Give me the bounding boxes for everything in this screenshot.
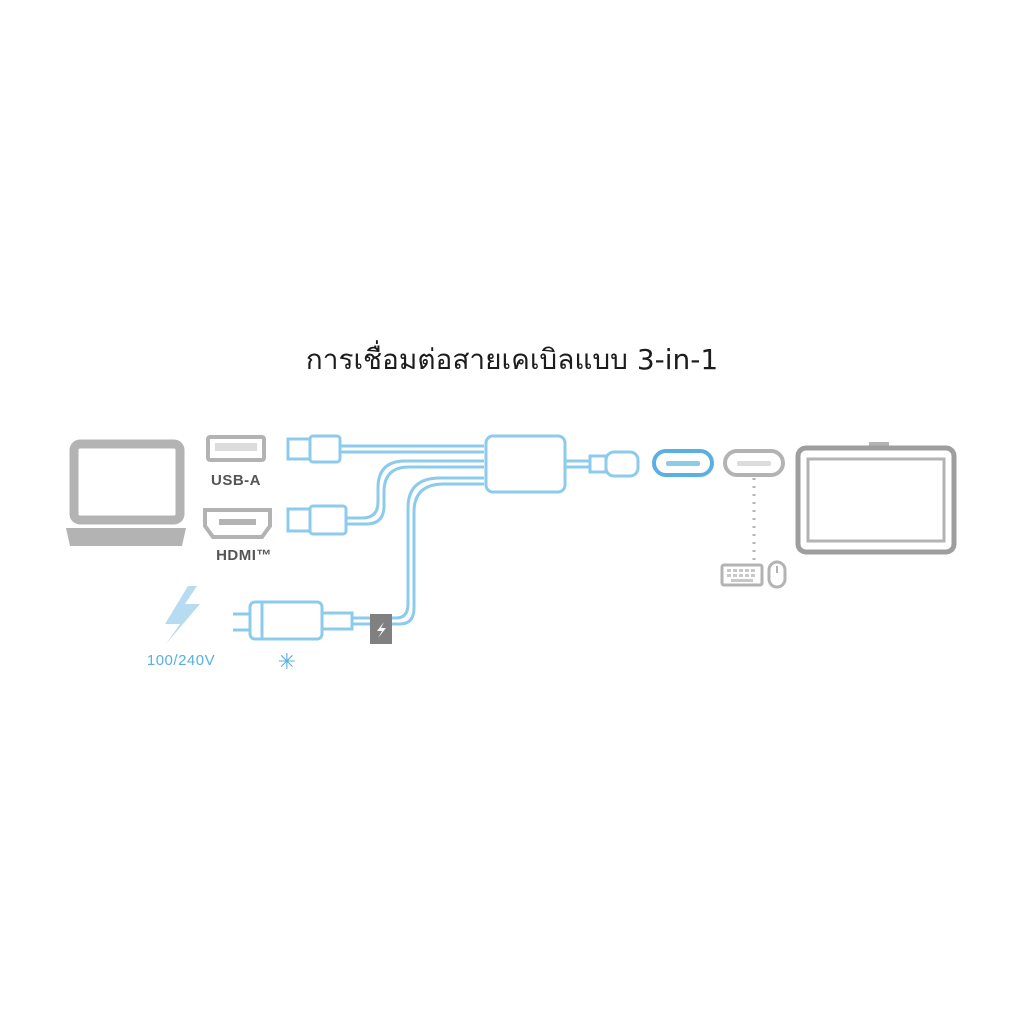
pen-display-icon: [795, 442, 957, 555]
cable-hub-icon: [484, 434, 567, 494]
laptop-icon: [66, 439, 186, 546]
keyboard-icon: [720, 563, 764, 587]
asterisk-icon: ✳: [278, 650, 296, 675]
hdmi-cable: [346, 459, 484, 520]
usb-c-port-icon-blue: [652, 449, 714, 477]
mouse-icon: [767, 560, 787, 589]
usb-a-label: USB-A: [211, 472, 261, 489]
power-voltage-label: 100/240V: [147, 652, 215, 669]
hdmi-plug: [286, 504, 348, 536]
usb-a-plug: [286, 434, 342, 464]
usb-c-plug: [588, 450, 640, 478]
usb-a-port-icon: [206, 435, 266, 462]
page-title: การเชื่อมต่อสายเคเบิลแบบ 3-in-1: [305, 343, 719, 376]
usb-c-port-icon-gray: [723, 449, 785, 477]
hdmi-label: HDMI™: [216, 547, 272, 564]
power-tag-icon: [370, 614, 392, 644]
lightning-bolt-icon: [165, 586, 200, 644]
cables: [340, 444, 590, 626]
power-adapter-icon: [233, 600, 370, 641]
power-cable: [386, 476, 484, 620]
hdmi-port-icon: [203, 508, 272, 539]
